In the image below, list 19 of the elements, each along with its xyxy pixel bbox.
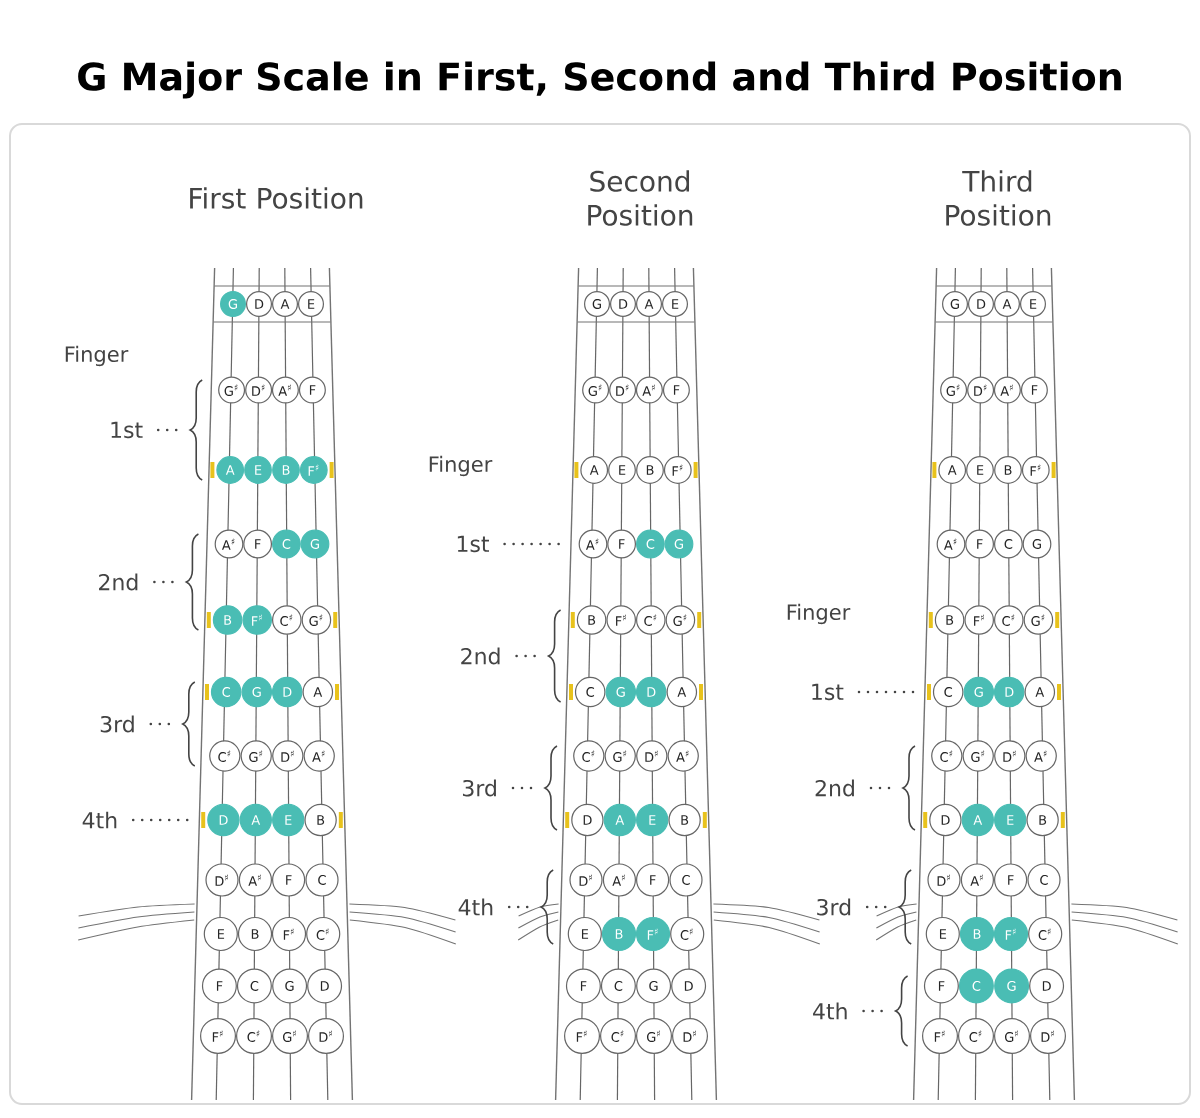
title: G Major Scale in First, Second and Third Position — [78, 61, 1121, 99]
finger-heading: Finger — [787, 603, 851, 625]
finger-label: 3rd — [100, 715, 134, 733]
position-heading: First Position — [190, 187, 363, 209]
finger-label: 3rd — [817, 898, 851, 916]
finger-label: 4th — [82, 811, 117, 829]
finger-label: 4th — [458, 898, 493, 916]
finger-label: 2nd — [815, 779, 854, 797]
finger-label: 4th — [813, 1002, 847, 1020]
finger-label: 3rd — [463, 779, 496, 797]
finger-heading: Finger — [429, 455, 493, 477]
finger-label: 2nd — [99, 573, 138, 591]
finger-label: 1st — [111, 421, 143, 439]
position-heading: Third Position — [946, 170, 1051, 226]
finger-label: 2nd — [461, 647, 500, 665]
finger-heading: Finger — [65, 345, 129, 367]
finger-label: 1st — [812, 683, 844, 701]
finger-label: 1st — [457, 535, 489, 553]
position-heading: Second Position — [588, 170, 693, 226]
